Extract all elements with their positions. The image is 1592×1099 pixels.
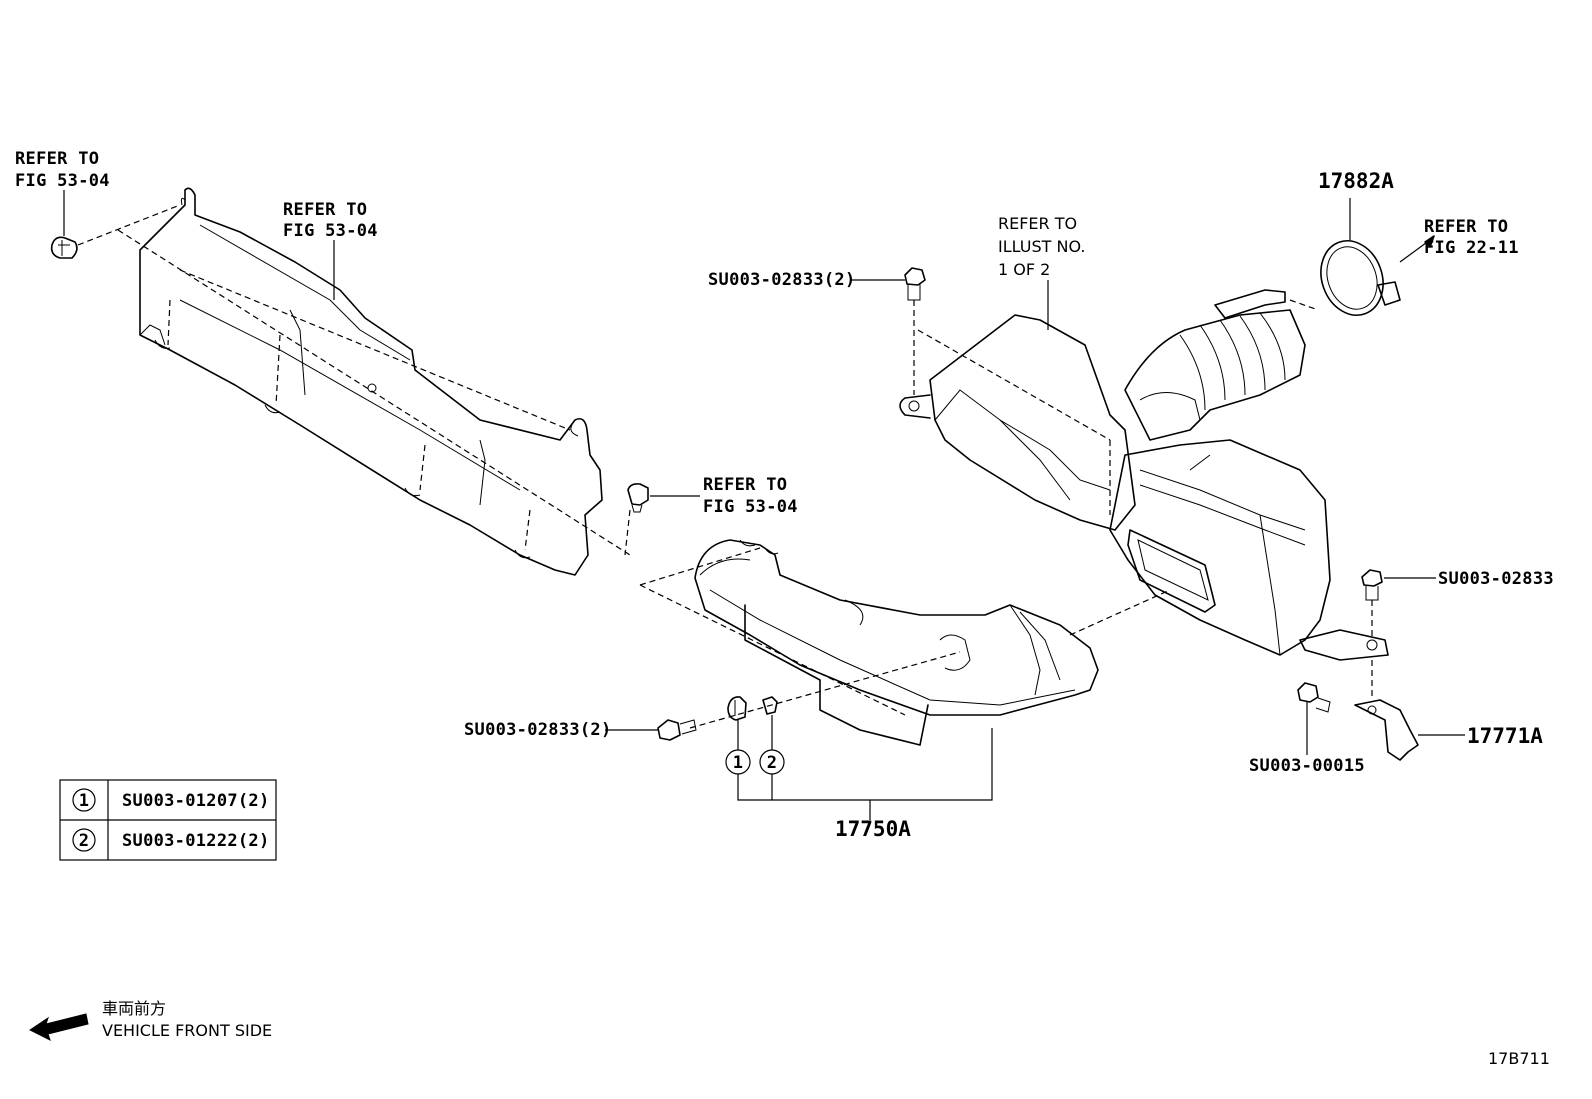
bracket-17771A-drawing — [1354, 699, 1465, 761]
refer-illust-label: REFER TO ILLUST NO. 1 OF 2 — [998, 214, 1085, 279]
svg-text:FIG 53-04: FIG 53-04 — [703, 497, 798, 517]
bolt-duct-left — [605, 719, 697, 741]
air-cleaner-fastener-lines — [913, 299, 1373, 700]
part-number-17750A: 17750A — [835, 817, 911, 841]
figure-code: 17B711 — [1488, 1049, 1550, 1068]
callout-2-label: 2 — [767, 753, 778, 773]
direction-japanese: 車両前方 — [102, 999, 166, 1018]
svg-text:1 OF 2: 1 OF 2 — [998, 260, 1050, 279]
legend-callout-circle-2 — [72, 828, 96, 852]
svg-text:FIG 53-04: FIG 53-04 — [283, 221, 378, 241]
svg-text:FIG 22-11: FIG 22-11 — [1424, 238, 1519, 258]
part-number-17771A: 17771A — [1467, 724, 1543, 748]
bolt-bracket — [1297, 682, 1331, 755]
svg-text:REFER TO: REFER TO — [283, 200, 367, 220]
grommet-2 — [762, 696, 778, 715]
part-number-17882A: 17882A — [1318, 169, 1394, 193]
legend-part-1: SU003-01207(2) — [122, 791, 270, 811]
bolt-air-cleaner-top — [850, 267, 926, 301]
refer-fig-53-04-middle-label: REFER TO FIG 53-04 — [703, 475, 798, 517]
legend-part-2: SU003-01222(2) — [122, 831, 270, 851]
vehicle-front-direction-indicator: 車両前方 VEHICLE FRONT SIDE — [29, 999, 272, 1041]
svg-text:FIG 53-04: FIG 53-04 — [15, 171, 110, 191]
callout-1-label: 1 — [733, 753, 744, 773]
svg-text:ILLUST NO.: ILLUST NO. — [998, 237, 1085, 256]
callout-circles — [725, 715, 993, 820]
svg-text:REFER TO: REFER TO — [15, 149, 99, 169]
legend-callout-1: 1 — [79, 791, 90, 811]
fastener-legend-table: 1 2 SU003-01207(2) SU003-01222(2) — [59, 779, 277, 861]
hose-clamp-17882A-drawing — [1320, 198, 1435, 316]
svg-text:REFER TO: REFER TO — [703, 475, 787, 495]
refer-fig-53-04-cover-label: REFER TO FIG 53-04 — [283, 200, 378, 241]
grommet-1 — [727, 696, 747, 721]
svg-text:REFER TO: REFER TO — [1424, 217, 1508, 237]
refer-fig-53-04-top-left-label: REFER TO FIG 53-04 — [15, 149, 110, 191]
duct-connection-lines — [639, 547, 1171, 729]
front-arrow-icon — [29, 1013, 89, 1041]
engine-under-cover-drawing — [139, 187, 603, 576]
air-cleaner-assembly-drawing — [899, 289, 1389, 661]
bolt-label-bracket: SU003-00015 — [1249, 756, 1365, 776]
legend-callout-2: 2 — [79, 831, 90, 851]
bolt-label-top: SU003-02833(2) — [708, 270, 856, 290]
refer-fig-22-11-label: REFER TO FIG 22-11 — [1424, 217, 1519, 258]
clip-fastener-middle — [627, 483, 700, 513]
air-intake-duct-drawing — [694, 539, 1099, 746]
cover-fastener-lines — [77, 204, 631, 556]
bolt-label-right: SU003-02833 — [1438, 569, 1554, 589]
svg-text:REFER TO: REFER TO — [998, 214, 1077, 233]
bolt-air-cleaner-right — [1361, 569, 1436, 601]
label-leader-lines — [333, 240, 1049, 330]
direction-english: VEHICLE FRONT SIDE — [102, 1021, 272, 1040]
bolt-label-left: SU003-02833(2) — [464, 720, 612, 740]
legend-callout-circle-1 — [72, 788, 96, 812]
clip-fastener-top-left — [50, 190, 78, 259]
